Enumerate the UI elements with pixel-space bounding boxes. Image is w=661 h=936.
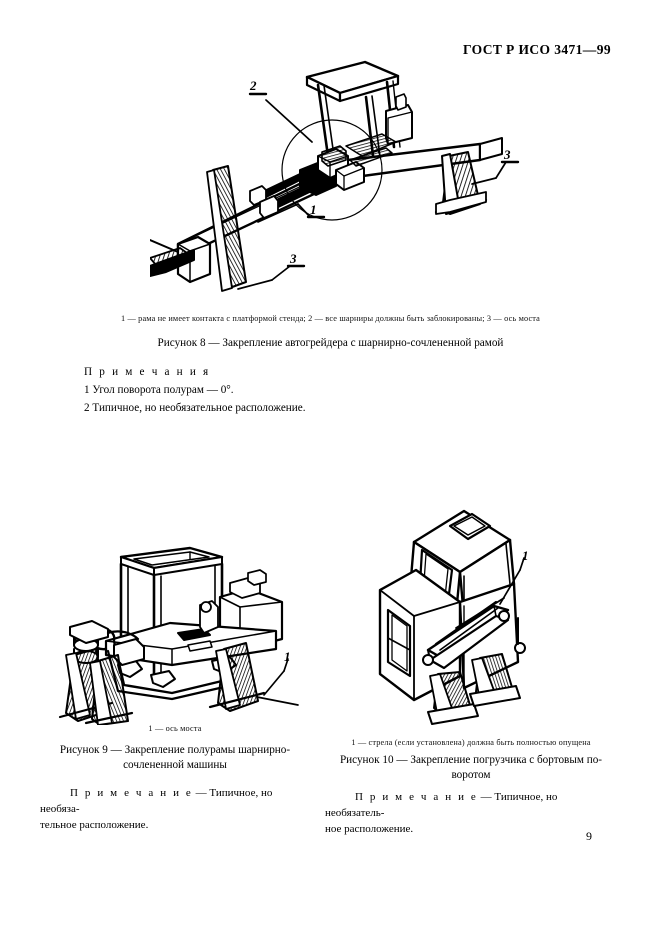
figure-10-note: П р и м е ч а н и е — Типичное, но необя… [325,790,617,838]
figure-10-note-text-cont: ное расположение. [325,822,414,835]
figure-9-caption-line-1: Рисунок 9 — Закрепление полурамы шарнирн… [59,744,291,756]
note-heading-9: П р и м е ч а н и е [70,787,193,799]
figure-8-notes: П р и м е ч а н и я 1 Угол поворота полу… [84,364,504,416]
figure-9-caption-line-2: сочлененной машины [123,759,227,771]
note-heading-10: П р и м е ч а н и е [355,791,478,803]
figure-8-callout-1: 1 [310,202,317,217]
figure-9-illustration: 1 [52,545,317,725]
figure-10-callout-1: 1 [522,548,529,563]
figure-8-illustration: 2 1 3 3 [150,52,530,297]
note-item-2: 2 Типичное, но необязательное расположен… [84,401,306,414]
figure-9-callout-1: 1 [284,649,291,664]
figure-9-note-text: — Типичное, но необяза- [40,787,273,815]
figure-10-note-text: — Типичное, но необязатель- [325,791,558,819]
figure-10-illustration: 1 [368,498,578,733]
figure-9-caption: Рисунок 9 — Закрепление полурамы шарнирн… [40,743,310,773]
page-header: ГОСТ Р ИСО 3471—99 [463,42,611,57]
figure-9-legend: 1 — ось моста [148,724,202,733]
figure-9-note-text-cont: тельное расположение. [40,818,149,831]
figure-8-callout-3-left: 3 [289,251,297,266]
figure-10-caption: Рисунок 10 — Закрепление погрузчика с бо… [325,753,617,783]
figure-8-callout-3-right: 3 [503,147,511,162]
figure-10-legend: 1 — стрела (если установлена) должна быт… [351,738,591,747]
figure-10-caption-line-1: Рисунок 10 — Закрепление погрузчика с бо… [339,754,603,766]
figure-8-caption: Рисунок 8 — Закрепление автогрейдера с ш… [157,337,504,349]
figure-10-note-body: П р и м е ч а н и е — Типичное, но необя… [325,790,617,822]
page-number: 9 [586,829,592,843]
figure-9-note: П р и м е ч а н и е — Типичное, но необя… [40,786,310,834]
figure-9-note-body: П р и м е ч а н и е — Типичное, но необя… [40,786,310,818]
figure-10-caption-line-2: воротом [451,769,491,781]
figure-8-callout-2: 2 [249,78,257,93]
notes-heading: П р и м е ч а н и я [84,366,211,378]
figure-8-legend: 1 — рама не имеет контакта с платформой … [120,314,541,323]
note-item-1: 1 Угол поворота полурам — 0°. [84,383,234,396]
